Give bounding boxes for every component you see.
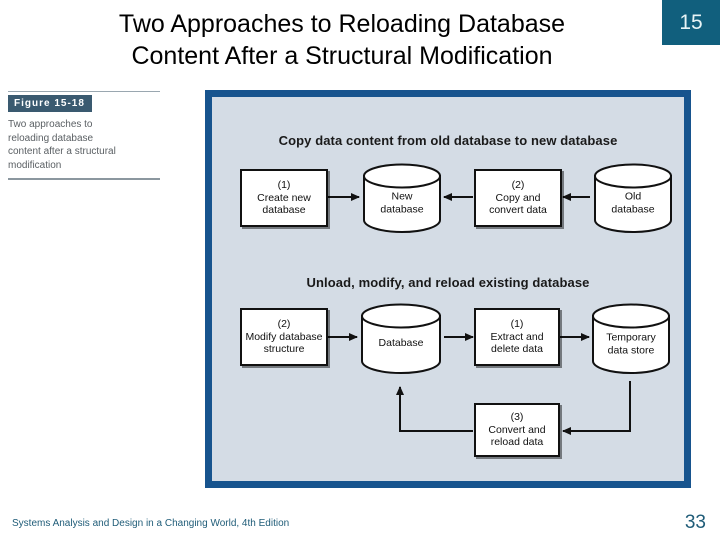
node-label-line-1: Convert and: [488, 423, 546, 436]
caption-top-divider: [8, 91, 160, 92]
figure-caption-line-3: content after a structural: [8, 146, 116, 157]
footer-page-number: 33: [684, 512, 706, 533]
node-label-line-2: reload data: [490, 436, 544, 449]
node-modify-database-structure[interactable]: (2) Modify database structure: [240, 308, 328, 366]
node-number: (1): [277, 179, 291, 192]
figure-caption-line-2: reloading database: [8, 132, 94, 144]
section-heading-copy-data: Copy data content from old database to n…: [278, 133, 618, 148]
node-old-database[interactable]: Old database: [593, 163, 673, 233]
page-title-line-2: Content After a Structural Modification: [131, 42, 553, 70]
node-label-line-1: Copy and: [495, 191, 541, 204]
node-label-line-1: Create new: [257, 191, 311, 204]
footer-source-text: Systems Analysis and Design in a Changin…: [12, 518, 290, 529]
node-number: (2): [277, 318, 291, 331]
node-new-database[interactable]: New database: [362, 163, 442, 233]
node-label-line-2: delete data: [491, 343, 543, 356]
node-create-new-database[interactable]: (1) Create new database: [240, 169, 328, 227]
caption-bottom-divider: [8, 178, 160, 180]
diagram-canvas: Copy data content from old database to n…: [212, 97, 684, 481]
figure-label: Figure 15-18: [8, 95, 92, 112]
node-label-line-2: database: [262, 204, 306, 217]
node-label-line-2: convert data: [489, 204, 547, 217]
figure-caption-line-4: modification: [8, 159, 62, 171]
section-heading-unload-modify-reload: Unload, modify, and reload existing data…: [306, 275, 590, 290]
page-title-line-1: Two Approaches to Reloading Database: [118, 10, 566, 38]
node-temporary-data-store[interactable]: Temporary data store: [591, 303, 671, 375]
page-title: Two Approaches to Reloading Database Con…: [40, 8, 644, 72]
figure-caption: Figure 15-18 Two approaches to reloading…: [8, 91, 160, 180]
figure-caption-line-1: Two approaches to: [8, 119, 93, 130]
node-copy-and-convert-data[interactable]: (2) Copy and convert data: [474, 169, 562, 227]
node-convert-and-reload-data[interactable]: (3) Convert and reload data: [474, 403, 560, 457]
node-number: (2): [511, 179, 525, 192]
diagram-connectors: [212, 97, 684, 487]
node-label-line-1: Modify database: [245, 330, 323, 343]
node-label-line-1: Extract and: [490, 330, 544, 343]
node-extract-and-delete-data[interactable]: (1) Extract and delete data: [474, 308, 560, 366]
node-number: (3): [510, 411, 524, 424]
slide-number-badge: 15: [662, 0, 720, 45]
node-label-line-2: structure: [263, 343, 305, 356]
figure-caption-text: Two approaches to reloading database con…: [8, 118, 160, 172]
diagram-frame: Copy data content from old database to n…: [205, 90, 691, 488]
node-database[interactable]: Database: [360, 303, 442, 375]
node-number: (1): [510, 318, 524, 331]
